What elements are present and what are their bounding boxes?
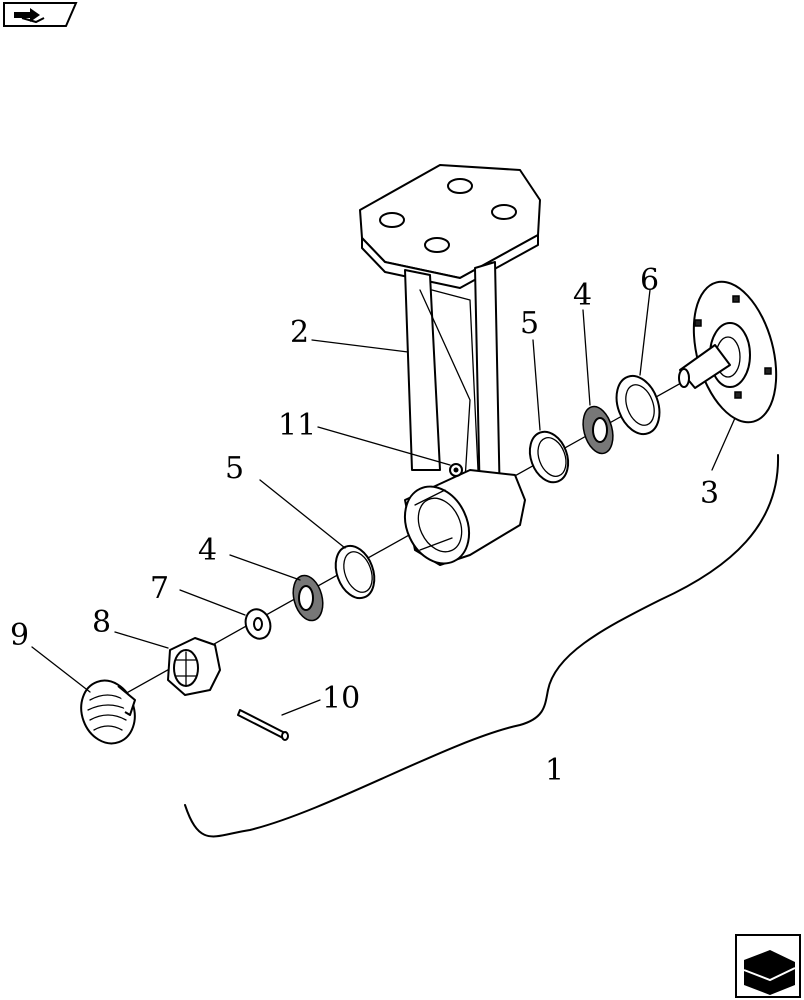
callout-4-lower: 4 [198,533,217,568]
washer-part [244,608,272,640]
leader-lines [31,289,736,716]
leader-4-lower [229,554,301,581]
callout-2: 2 [290,315,309,350]
bearing-cup-lower-part [334,544,376,600]
leader-10 [281,699,321,716]
leader-8 [114,631,169,649]
bearing-cone-lower-part [292,574,324,622]
callout-8: 8 [92,605,111,640]
castle-nut-part [167,637,221,696]
spindle-hub-part [678,280,778,424]
seal-part [615,374,661,436]
callout-3: 3 [700,476,719,511]
leader-9 [31,646,91,693]
callout-10: 10 [322,681,360,716]
callout-4-upper: 4 [573,278,592,313]
callout-7: 7 [150,571,169,606]
next-page-arrow-icon[interactable] [735,934,801,998]
previous-page-arrow-icon[interactable] [3,2,78,27]
leader-11 [317,426,451,466]
callout-6: 6 [640,263,659,298]
callout-1: 1 [545,753,564,788]
cotter-pin-part [237,709,289,741]
assembly-bracket [184,454,780,838]
leader-4-upper [582,309,591,406]
callout-5-upper: 5 [520,306,539,341]
dust-cap-part [80,679,136,745]
leader-5-upper [532,339,541,431]
leader-7 [179,589,246,616]
bearing-cone-upper-part [582,405,614,455]
callout-9: 9 [10,618,29,653]
leader-2 [311,339,409,353]
callout-11: 11 [278,408,316,443]
swing-arm-part [359,164,541,566]
leader-6 [639,289,651,376]
bearing-cup-upper-part [528,430,570,484]
callout-5-lower: 5 [225,451,244,486]
leader-3 [711,417,736,471]
leader-5-lower [259,479,346,549]
